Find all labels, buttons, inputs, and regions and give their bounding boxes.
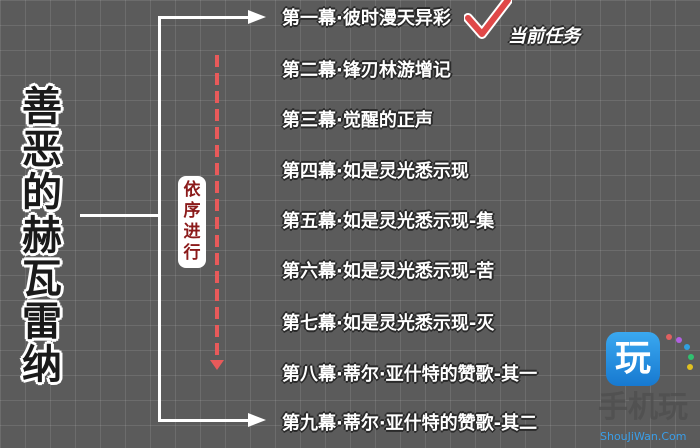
title-char: 瓦 xyxy=(22,256,62,302)
title-char: 雷 xyxy=(22,299,62,345)
act-item: 第八幕·蒂尔·亚什特的赞歌-其一 xyxy=(282,364,538,385)
order-char: 进 xyxy=(183,222,201,242)
watermark-dot xyxy=(684,344,690,350)
order-char: 序 xyxy=(183,201,201,221)
bracket-line xyxy=(158,16,161,422)
watermark-url: ShouJiWan.Com xyxy=(600,430,687,443)
watermark-dot xyxy=(687,364,693,370)
bottom-arrow-icon xyxy=(248,413,266,427)
title-char: 纳 xyxy=(22,342,62,388)
act-item: 第三幕·觉醒的正声 xyxy=(282,110,433,131)
watermark-dot xyxy=(676,337,682,343)
sequence-dashed-line xyxy=(215,55,219,365)
watermark-logo: 玩 xyxy=(606,332,660,386)
top-arrow-line xyxy=(158,16,250,19)
watermark-dot xyxy=(688,354,694,360)
act-item: 第一幕·彼时漫天异彩 xyxy=(282,8,451,29)
title-char: 赫 xyxy=(22,213,62,259)
title-char: 恶 xyxy=(22,127,62,173)
bottom-arrow-line xyxy=(158,419,250,422)
quest-title: 善 恶 的 赫 瓦 雷 纳 xyxy=(14,86,70,387)
watermark-name: 手机玩 xyxy=(598,390,688,425)
act-item: 第六幕·如是灵光悉示现-苦 xyxy=(282,261,495,282)
down-arrow-icon xyxy=(210,360,224,370)
order-char: 行 xyxy=(183,243,201,263)
title-char: 善 xyxy=(22,84,62,130)
act-item: 第二幕·锋刃林游增记 xyxy=(282,60,451,81)
act-item: 第五幕·如是灵光悉示现-集 xyxy=(282,211,495,232)
order-char: 依 xyxy=(183,180,201,200)
connector-line xyxy=(80,214,160,217)
act-item: 第四幕·如是灵光悉示现 xyxy=(282,161,469,182)
title-char: 的 xyxy=(22,170,62,216)
checkmark-icon xyxy=(464,0,512,39)
watermark-dot xyxy=(666,334,672,340)
order-label: 依 序 进 行 xyxy=(178,176,206,268)
act-item: 第九幕·蒂尔·亚什特的赞歌-其二 xyxy=(282,413,538,434)
top-arrow-icon xyxy=(248,10,266,24)
current-task-label: 当前任务 xyxy=(508,26,580,47)
act-item: 第七幕·如是灵光悉示现-灭 xyxy=(282,313,495,334)
